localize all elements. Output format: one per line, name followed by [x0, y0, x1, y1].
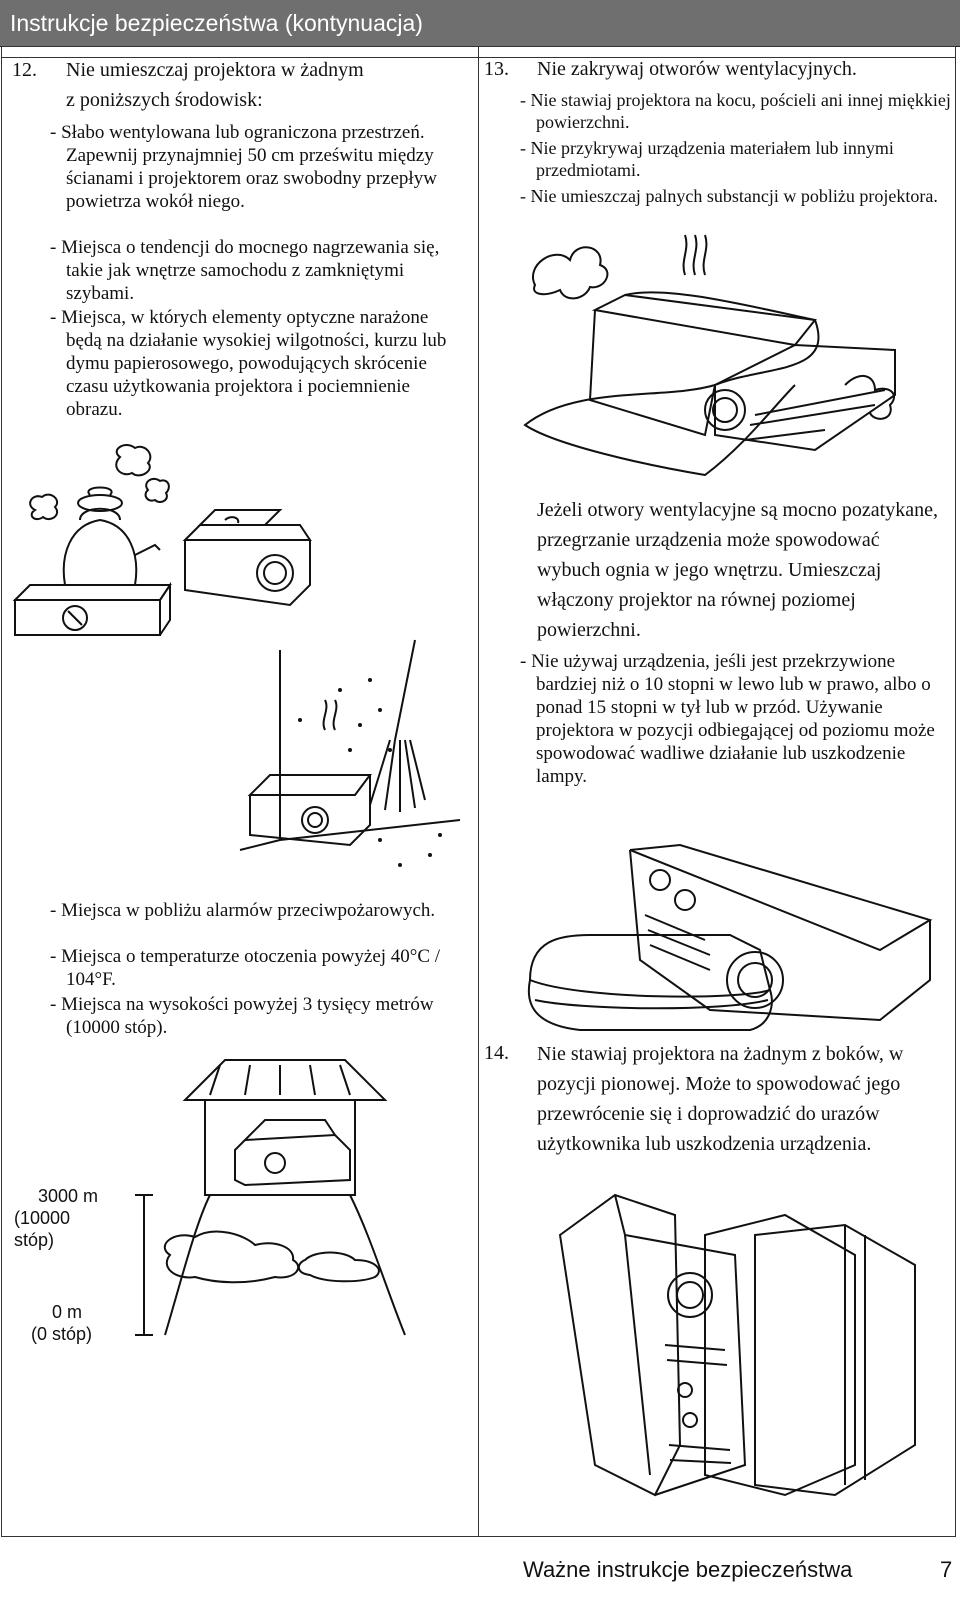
section-12-intro-2: z poniższych środowisk:	[66, 89, 263, 111]
tilted-projector-illustration	[527, 843, 933, 1031]
kettle-projector-illustration	[12, 444, 312, 636]
section-13-number: 13.	[484, 58, 509, 80]
dusty-room-illustration	[239, 639, 461, 867]
page-title: Instrukcje bezpieczeństwa (kontynuacja)	[10, 10, 423, 36]
section-13-bullet-cover: - Nie przykrywaj urządzenia materiałem l…	[520, 138, 894, 180]
header-rule	[1, 57, 956, 58]
altitude-bottom-feet: (0 stóp)	[31, 1324, 93, 1344]
section-13-title: Nie zakrywaj otworów wentylacyjnych.	[537, 58, 857, 80]
altitude-bottom-label: 0 m	[52, 1302, 83, 1322]
section-12-bullet-heat: - Miejsca o tendencji do mocnego nagrzew…	[50, 237, 440, 304]
altitude-top-feet-2: stóp)	[14, 1230, 55, 1250]
altitude-top-label: 3000 m	[38, 1186, 99, 1206]
section-12-bullet-humidity: - Miejsca, w których elementy optyczne n…	[50, 307, 447, 420]
column-divider	[478, 46, 479, 1537]
upright-projector-illustration	[558, 1193, 916, 1497]
page-number: 7	[940, 1557, 953, 1582]
section-14-number: 14.	[484, 1042, 509, 1064]
altitude-top-feet-1: (10000	[14, 1208, 71, 1228]
section-14-text: Nie stawiaj projektora na żadnym z boków…	[537, 1043, 904, 1155]
covered-projector-illustration	[523, 234, 896, 477]
section-13-bullet-blanket: - Nie stawiaj projektora na kocu, poście…	[520, 90, 951, 132]
footer-title: Ważne instrukcje bezpieczeństwa	[523, 1557, 853, 1582]
section-12-bullet-ventilation: - Słabo wentylowana lub ograniczona prze…	[50, 122, 437, 212]
section-12-bullet-temperature: - Miejsca o temperaturze otoczenia powyż…	[50, 946, 441, 990]
page-header: Instrukcje bezpieczeństwa (kontynuacja)	[0, 0, 960, 47]
section-13-bullet-flammable: - Nie umieszczaj palnych substancji w po…	[520, 186, 938, 206]
altitude-illustration	[135, 1059, 406, 1336]
section-12-number: 12.	[12, 59, 37, 81]
section-13-paragraph: Jeżeli otwory wentylacyjne są mocno poza…	[537, 499, 938, 641]
section-13-bullet-tilt: - Nie używaj urządzenia, jeśli jest prze…	[520, 651, 935, 787]
section-12-intro-1: Nie umieszczaj projektora w żadnym	[66, 59, 364, 81]
section-12-bullet-altitude: - Miejsca na wysokości powyżej 3 tysięcy…	[50, 994, 434, 1038]
section-12-bullet-alarms: - Miejsca w pobliżu alarmów przeciwpożar…	[50, 900, 436, 921]
